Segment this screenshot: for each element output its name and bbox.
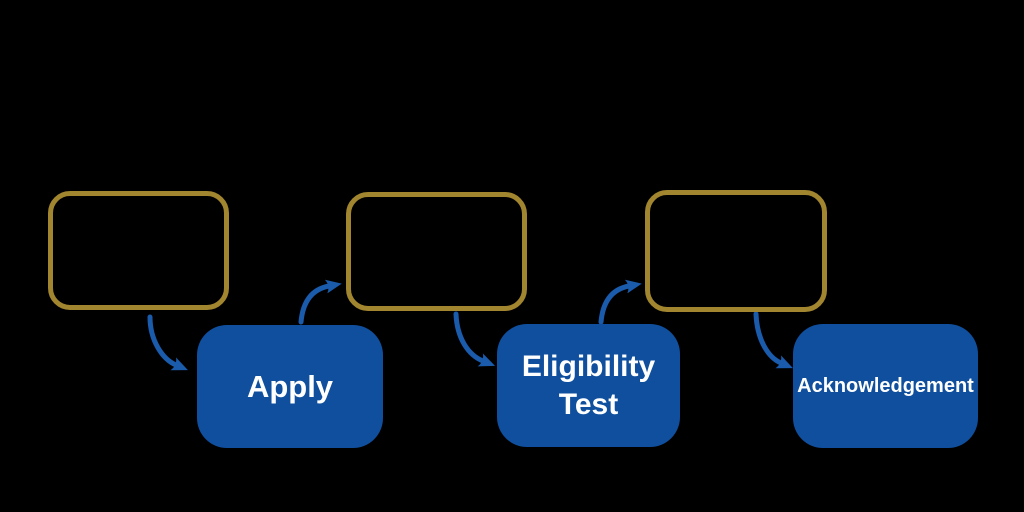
step-eligibility-test: Eligibility Test bbox=[497, 324, 680, 447]
arrow-down-to-acknowledgement bbox=[753, 311, 793, 369]
step-acknowledgement-label: Acknowledgement bbox=[797, 374, 974, 397]
arrow-up-to-placeholder-3 bbox=[598, 279, 642, 325]
step-acknowledgement: Acknowledgement bbox=[793, 324, 978, 448]
step-eligibility-test-label: Eligibility Test bbox=[521, 350, 656, 421]
arrow-down-to-eligibility-test bbox=[453, 311, 496, 367]
placeholder-box-1 bbox=[48, 191, 229, 310]
placeholder-box-3 bbox=[645, 190, 827, 312]
arrow-down-to-apply bbox=[147, 314, 188, 371]
step-apply: Apply bbox=[197, 325, 383, 448]
placeholder-box-2 bbox=[346, 192, 527, 311]
step-apply-label: Apply bbox=[246, 368, 334, 404]
arrow-up-to-placeholder-2 bbox=[298, 279, 342, 325]
